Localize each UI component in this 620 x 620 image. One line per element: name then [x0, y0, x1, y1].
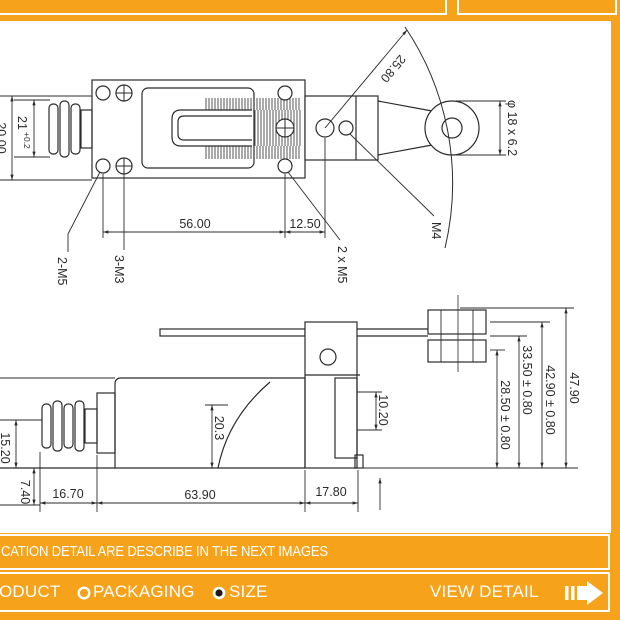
- plunger-bellows-side-rect: [41, 403, 52, 449]
- banner-text: CATION DETAIL ARE DESCRIBE IN THE NEXT I…: [1, 544, 328, 560]
- radio-selected-icon[interactable]: [212, 586, 226, 600]
- bottom-nav: ODUCT PACKAGING SIZE VIEW DETAIL: [0, 572, 610, 612]
- base-offset-label: 7.40: [18, 480, 32, 504]
- lever-rod: [159, 328, 306, 337]
- plunger-height-label: 15.20: [0, 432, 12, 463]
- post-inner: [334, 377, 358, 459]
- top-brand-box: [457, 0, 617, 15]
- plunger-bellows-side-rect: [63, 403, 74, 449]
- inner-height-tolerance: +0.2: [22, 132, 32, 149]
- roller-outer: [424, 100, 480, 156]
- hole-bottom-left: [95, 158, 111, 174]
- switch-cover: [141, 87, 255, 169]
- plunger-bellows-rect: [48, 103, 59, 155]
- total-height-label: 47.90: [567, 372, 581, 403]
- roller-side-top: [427, 309, 487, 335]
- roller-label: φ 18 x 6.2: [505, 100, 519, 156]
- two-x-m5-label: 2 x M5: [335, 246, 349, 284]
- plunger-length-label: 16.70: [52, 487, 83, 501]
- hole-top-left: [95, 85, 111, 101]
- plunger-bellows-side-rect: [84, 408, 98, 444]
- height-c-label: 28.50 ± 0.80: [498, 380, 512, 449]
- plunger-bellows: [48, 100, 93, 158]
- pause-play-arrow-icon-rect: [571, 586, 575, 600]
- body-curve: [217, 381, 271, 469]
- roller-dimension: [456, 100, 506, 156]
- lever-arm-top: [377, 100, 433, 112]
- lever-arm-bottom: [377, 144, 433, 156]
- dimension-drawing: 20.00 21 +0.2: [0, 26, 581, 512]
- hole-spacing-label: 56.00: [179, 217, 210, 231]
- radio-empty-icon[interactable]: [77, 586, 91, 600]
- outer-height-label: 20.00: [0, 122, 8, 153]
- swing-radius-line: [324, 29, 408, 129]
- leader-lines-line: [287, 171, 341, 241]
- screw-crosses: [116, 85, 294, 174]
- plunger-bellows-side: [41, 400, 98, 452]
- nav-item-product[interactable]: ODUCT: [0, 582, 61, 601]
- pause-play-arrow-icon-rect: [565, 586, 569, 600]
- radio-selected-icon-circle: [215, 589, 223, 597]
- post-label: 10.20: [376, 394, 390, 425]
- hole-dimensions: [102, 138, 326, 238]
- inner-height-label: 21: [15, 116, 29, 130]
- plunger-bellows-side-rect: [74, 400, 85, 452]
- leader-lines-polyline: [67, 171, 101, 252]
- hole-top-right: [277, 85, 293, 101]
- slot-inner: [177, 115, 252, 141]
- left-extension-lines: [0, 95, 92, 181]
- top-view: 20.00 21 +0.2: [0, 26, 519, 286]
- pause-play-arrow-icon-path: [577, 581, 603, 605]
- body-step: [96, 392, 116, 454]
- plunger-bellows-rect: [59, 100, 70, 158]
- side-view: 20.3 10.20 15.20 7.40 16.70 63.90 17.80 …: [0, 295, 581, 512]
- view-detail-button[interactable]: VIEW DETAIL: [430, 582, 539, 601]
- leader-lines: [67, 133, 435, 252]
- roller-side-bottom: [427, 339, 487, 363]
- lever-post: [304, 321, 358, 469]
- side-dimensions: [0, 307, 578, 512]
- leader-lines-line: [349, 133, 435, 217]
- three-m3-label: 3-M3: [112, 255, 126, 284]
- pause-play-arrow-icon[interactable]: [565, 581, 605, 605]
- roller-inner: [441, 117, 463, 139]
- curve-label: 20.3: [212, 416, 226, 440]
- post-width-label: 17.80: [315, 485, 346, 499]
- switch-body-side: [114, 377, 306, 469]
- pivot-offset-label: 12.50: [289, 217, 320, 231]
- post-pivot: [319, 348, 337, 366]
- swing-arc: [404, 26, 454, 249]
- slot-outer: [171, 109, 252, 147]
- lever-pivot: [315, 118, 335, 138]
- nav-item-packaging[interactable]: PACKAGING: [93, 582, 195, 601]
- radio-empty-icon-circle: [77, 586, 91, 600]
- angle-label: 25.80: [378, 52, 409, 85]
- plunger-bellows-rect: [70, 103, 81, 155]
- two-m5-label: 2-M5: [55, 257, 69, 286]
- height-b-label: 33.50 ± 0.80: [520, 345, 534, 414]
- plunger-bellows-rect: [80, 109, 93, 149]
- body-length-label: 63.90: [184, 488, 215, 502]
- nav-item-size[interactable]: SIZE: [229, 582, 268, 601]
- hole-bottom-right: [277, 158, 293, 174]
- height-a-label: 42.90 ± 0.80: [543, 365, 557, 434]
- lever-screw-m4: [338, 120, 354, 136]
- top-header-box: [0, 0, 447, 15]
- info-banner: CATION DETAIL ARE DESCRIBE IN THE NEXT I…: [0, 534, 610, 570]
- plunger-bellows-side-rect: [52, 400, 63, 452]
- m4-label: M4: [429, 222, 443, 239]
